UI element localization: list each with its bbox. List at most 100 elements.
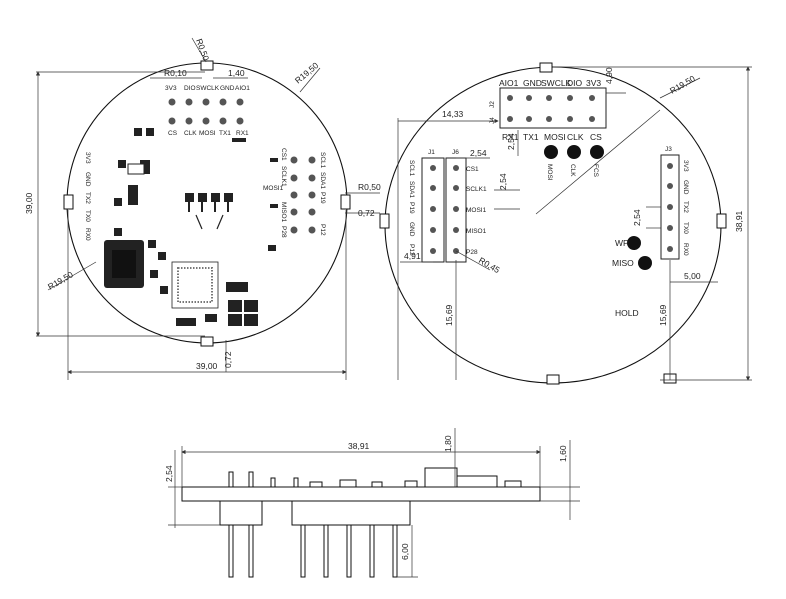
j2-pads bbox=[507, 95, 595, 122]
j1-pin-label: P12 bbox=[408, 244, 415, 256]
j6-label: J6 bbox=[452, 149, 459, 156]
side-dim-254: 2,54 bbox=[164, 465, 174, 482]
front-top-pin-label: AIO1 bbox=[235, 85, 250, 92]
front-left-labels: 3V3 GND TX2 TX0 RX0 bbox=[84, 152, 91, 241]
side-pins bbox=[228, 471, 398, 578]
front-view: 39,00 39,00 0,72 R0,50 R0,10 1,40 R19,50… bbox=[24, 37, 381, 380]
front-dim-39-v: 39,00 bbox=[24, 192, 34, 214]
front-dim-140: 1,40 bbox=[228, 68, 245, 78]
front-bottom-pin-label: TX1 bbox=[219, 130, 231, 137]
back-dim-3891-v: 38,91 bbox=[734, 210, 744, 232]
wp-label: WP bbox=[615, 238, 629, 248]
front-top-pads bbox=[168, 98, 244, 125]
j3-pads bbox=[667, 163, 673, 252]
side-view: 38,91 1,80 1,60 2,54 6,00 bbox=[164, 428, 580, 578]
front-components bbox=[104, 128, 278, 326]
front-dim-r050-right: R0,50 bbox=[358, 182, 381, 192]
j1-pin-label: SCL1 bbox=[408, 160, 415, 177]
back-view: J2 J4 AIO1 GND SWCLK DIO 3V3 RX1 TX1 MOS… bbox=[379, 62, 752, 385]
j1-pin-label: SDA1 bbox=[408, 181, 415, 198]
j2-top-label: AIO1 bbox=[499, 78, 519, 88]
j2-connector-outline bbox=[499, 87, 607, 129]
j6-pin-label: P28 bbox=[466, 249, 478, 256]
j2-top-label: 3V3 bbox=[586, 78, 601, 88]
front-right-notch bbox=[340, 194, 351, 210]
j2-bottom-label: MOSI bbox=[544, 132, 566, 142]
j3-pin-label: TX0 bbox=[682, 222, 689, 234]
side-components bbox=[309, 467, 522, 488]
front-right-inner-label: MOSI1 bbox=[263, 185, 284, 192]
j6-pin-label: MISO1 bbox=[466, 228, 487, 235]
j2-bottom-label: TX1 bbox=[523, 132, 539, 142]
j3-pin-label: RX0 bbox=[682, 243, 689, 256]
back-board-outline bbox=[384, 66, 722, 384]
j2-top-label: GND bbox=[523, 78, 542, 88]
back-dim-491: 4,91 bbox=[404, 251, 421, 261]
j2-top-label: SWCLK bbox=[541, 78, 572, 88]
big-pad-label: MOSI bbox=[546, 164, 553, 181]
side-pcb bbox=[181, 486, 541, 502]
j6-pin-label: MOSI1 bbox=[466, 207, 487, 214]
miso-pad bbox=[638, 256, 652, 270]
j3-label: J3 bbox=[665, 146, 672, 153]
back-dim-254-j6: 2,54 bbox=[470, 148, 487, 158]
j1-j6-pads bbox=[430, 165, 459, 254]
j2-top-label: DIO bbox=[567, 78, 583, 88]
wp-pad bbox=[627, 236, 641, 250]
j3-pin-label: 3V3 bbox=[682, 160, 689, 172]
j2-bottom-label: CS bbox=[590, 132, 602, 142]
front-right-outer-label: SCL1 bbox=[319, 152, 326, 169]
side-dim-180: 1,80 bbox=[443, 435, 453, 452]
front-left-pin-label: TX2 bbox=[84, 192, 91, 204]
front-top-pin-label: SWCLK bbox=[196, 85, 220, 92]
front-dim-072-bottom: 0,72 bbox=[223, 351, 233, 368]
front-top-notch bbox=[200, 60, 214, 71]
fcs-big-pad bbox=[590, 145, 604, 159]
front-left-pin-label: RX0 bbox=[84, 228, 91, 241]
back-dim-1569-left: 15,69 bbox=[444, 304, 454, 326]
front-right-inner-label: SCLK1 bbox=[280, 166, 287, 187]
back-dim-r045: R0,45 bbox=[477, 255, 502, 275]
miso-label: MISO bbox=[612, 258, 634, 268]
front-bottom-pin-label: CLK bbox=[184, 130, 197, 137]
j2-label: J2 bbox=[489, 101, 496, 108]
j3-pin-label: TX2 bbox=[682, 201, 689, 213]
back-dim-500: 5,00 bbox=[684, 271, 701, 281]
front-top-pin-label: 3V3 bbox=[165, 85, 177, 92]
front-left-pin-label: 3V3 bbox=[84, 152, 91, 164]
front-right-outer-label: P12 bbox=[319, 224, 326, 236]
big-pad-label: CLK bbox=[569, 164, 576, 177]
hold-label: HOLD bbox=[615, 308, 639, 318]
j4-label: J4 bbox=[489, 117, 496, 124]
side-dim-3891: 38,91 bbox=[348, 441, 370, 451]
front-bottom-notch bbox=[200, 336, 214, 347]
front-dim-39-h: 39,00 bbox=[196, 361, 218, 371]
back-dim-254-j2: 2,54 bbox=[506, 133, 516, 150]
back-dim-r1950: R19,50 bbox=[668, 73, 697, 96]
front-left-notch bbox=[63, 194, 74, 210]
side-header-right bbox=[291, 500, 411, 526]
j2-bottom-label: CLK bbox=[567, 132, 584, 142]
front-left-pin-label: GND bbox=[84, 172, 91, 187]
j1-pin-label: GND bbox=[408, 222, 415, 237]
side-dim-600: 6,00 bbox=[400, 543, 410, 560]
j6-pin-label: CS1 bbox=[466, 166, 479, 173]
j1-label: J1 bbox=[428, 149, 435, 156]
front-right-inner-label: MISO1 bbox=[280, 202, 287, 223]
side-header-left bbox=[219, 500, 263, 526]
front-left-pin-label: TX0 bbox=[84, 210, 91, 222]
mosi-big-pad bbox=[544, 145, 558, 159]
back-dim-1433: 14,33 bbox=[442, 109, 464, 119]
j1-pin-label: P19 bbox=[408, 202, 415, 214]
front-right-labels: SCL1 SDA1 P19 P12 CS1 SCLK1 MOSI1 MISO1 … bbox=[263, 148, 326, 238]
j6-pin-label: SCLK1 bbox=[466, 186, 487, 193]
j3-pin-label: GND bbox=[682, 180, 689, 195]
j2-bottom-label: RX1 bbox=[502, 132, 519, 142]
side-dim-160: 1,60 bbox=[558, 445, 568, 462]
front-right-outer-label: SDA1 bbox=[319, 172, 326, 189]
front-bottom-pin-label: CS bbox=[168, 130, 178, 137]
back-dim-254-j3: 2,54 bbox=[632, 209, 642, 226]
front-top-pin-label: DIO bbox=[184, 85, 196, 92]
